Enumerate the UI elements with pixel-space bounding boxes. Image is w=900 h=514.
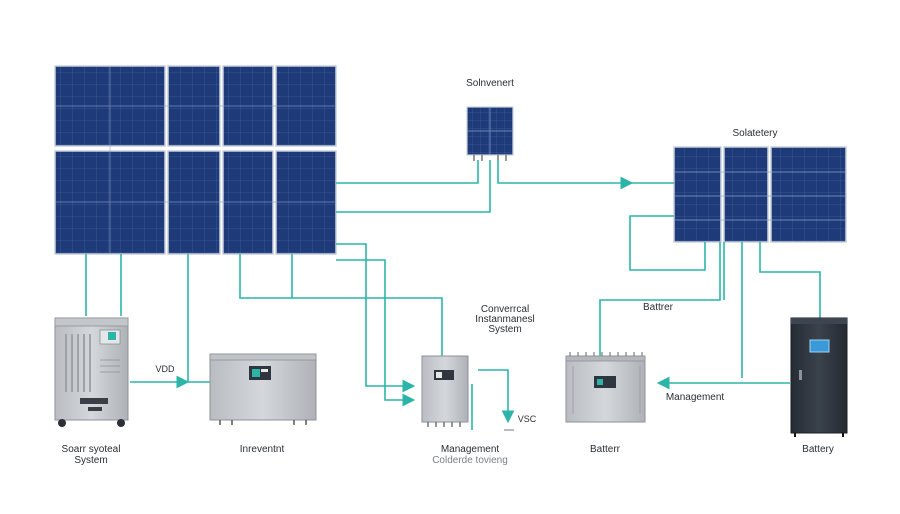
top-solar-panel bbox=[466, 106, 514, 161]
label-battery-mid: Battrer bbox=[642, 302, 673, 313]
label-management-center: Management bbox=[440, 444, 500, 455]
label-management-sub: Colderde tovieng bbox=[432, 455, 508, 466]
wheel-icon bbox=[117, 419, 125, 427]
label-inverter: Inreventnt bbox=[239, 444, 285, 455]
label-management-right: Management bbox=[665, 392, 725, 403]
label-center-system-line2: Instanmanesl bbox=[475, 314, 535, 325]
wiring bbox=[85, 160, 821, 430]
label-center-system-line1: Converrcal bbox=[480, 304, 530, 315]
label-battery-right: Battery bbox=[802, 444, 834, 455]
label-center-system-line3: System bbox=[488, 324, 522, 335]
battery-cabinet bbox=[790, 317, 848, 437]
right-solar-array bbox=[673, 146, 847, 243]
inverter-unit bbox=[209, 353, 317, 425]
label-vsc: VSC bbox=[517, 414, 537, 424]
battery-unit bbox=[565, 352, 646, 423]
left-solar-array bbox=[54, 65, 337, 255]
solar-panel bbox=[723, 146, 769, 243]
solar-panel bbox=[770, 146, 847, 243]
label-battery-bottom: Batterr bbox=[589, 444, 620, 455]
display-screen bbox=[809, 339, 830, 353]
solar-panel bbox=[673, 146, 722, 243]
display-screen bbox=[434, 370, 454, 380]
label-left-system-line2: System bbox=[74, 455, 108, 466]
label-top-panel: Solnvenert bbox=[466, 78, 514, 89]
wheel-icon bbox=[58, 419, 66, 427]
center-management-unit bbox=[421, 355, 469, 427]
label-left-system-line1: Soarr syoteal bbox=[61, 444, 121, 455]
left-system-cabinet bbox=[54, 317, 129, 427]
label-right-array: Solatetery bbox=[732, 128, 778, 139]
label-vdd: VDD bbox=[155, 364, 175, 374]
